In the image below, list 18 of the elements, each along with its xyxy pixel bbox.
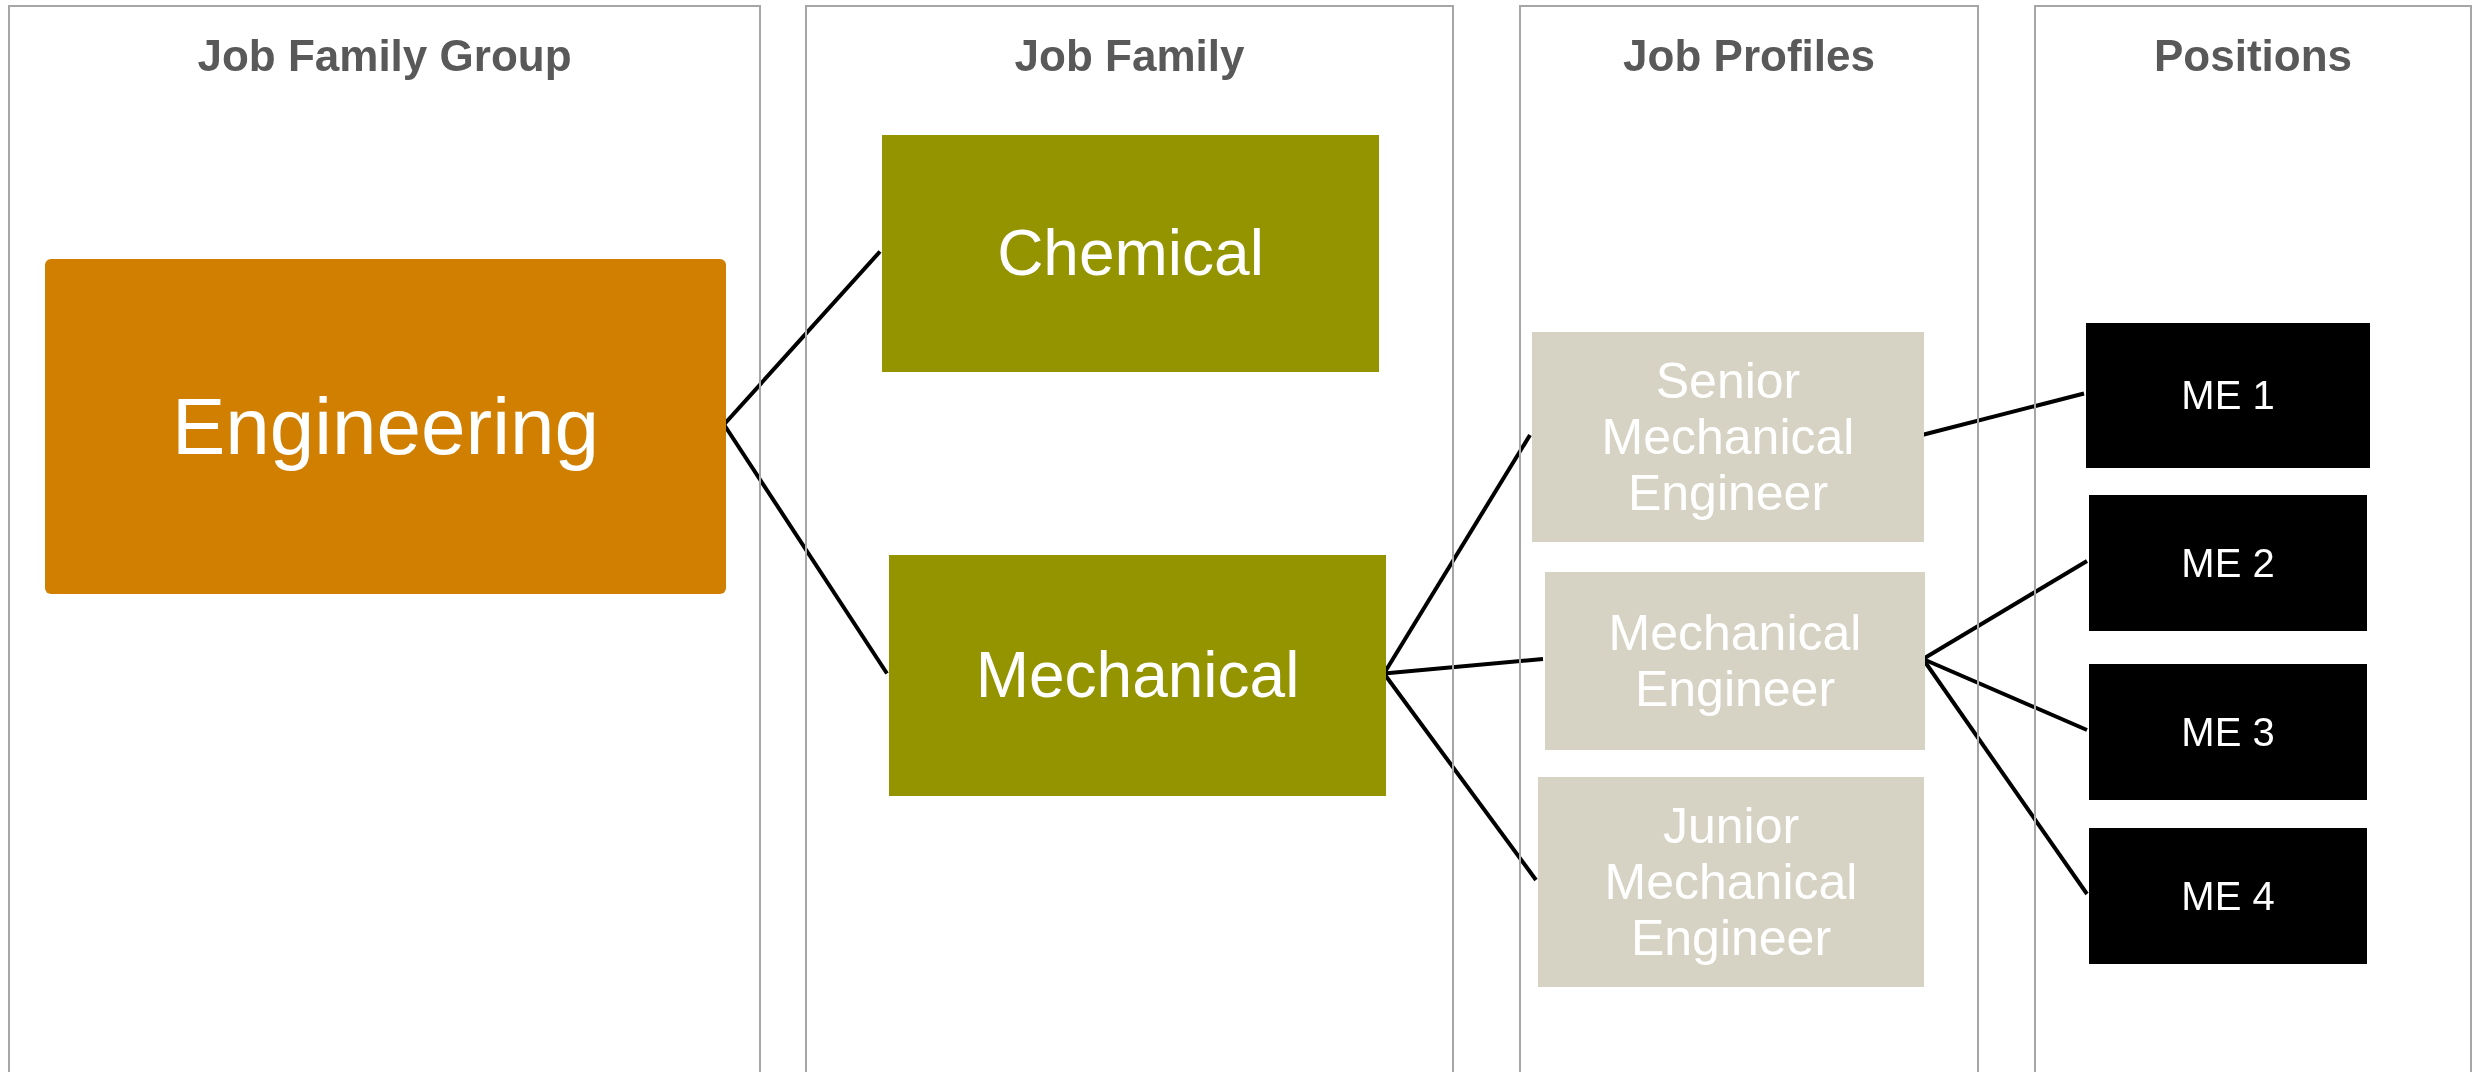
job-family-box: Chemical [882, 135, 1379, 372]
job-profile-box: Junior Mechanical Engineer [1538, 777, 1924, 987]
position-box: ME 3 [2089, 664, 2367, 800]
position-box: ME 4 [2089, 828, 2367, 964]
position-box: ME 1 [2086, 323, 2370, 468]
column-heading: Job Family [1013, 31, 1246, 81]
job-profile-box: Senior Mechanical Engineer [1532, 332, 1924, 542]
column-panel [8, 5, 761, 1072]
column-heading: Job Family Group [196, 31, 573, 81]
position-box: ME 2 [2089, 495, 2367, 631]
column-panel [805, 5, 1454, 1072]
column-panel [1519, 5, 1979, 1072]
job-family-group-box: Engineering [45, 259, 726, 594]
column-heading: Job Profiles [1622, 31, 1876, 81]
column-panel [2034, 5, 2472, 1072]
job-profile-box: Mechanical Engineer [1545, 572, 1925, 750]
job-family-box: Mechanical [889, 555, 1386, 796]
column-heading: Positions [2153, 31, 2353, 81]
